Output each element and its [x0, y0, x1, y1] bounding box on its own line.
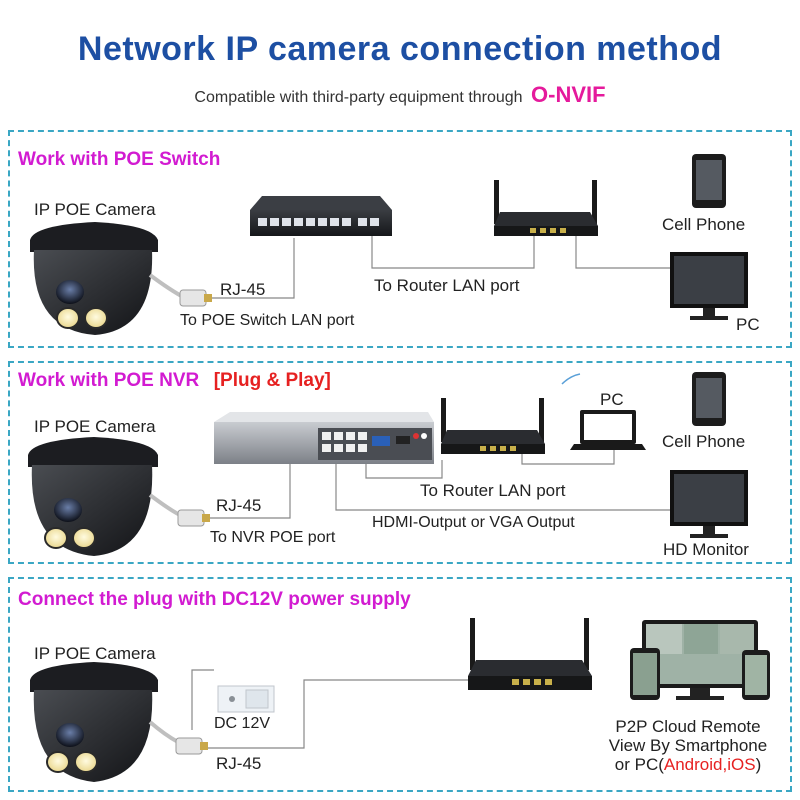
dome-camera-1-icon — [30, 222, 158, 335]
laptop-pc-icon — [570, 410, 646, 450]
p2p-line-3: or PC(Android,iOS) — [598, 755, 778, 774]
p2p-line-3-suffix: ) — [755, 755, 762, 774]
rj45-label-2: RJ-45 — [216, 496, 262, 515]
camera-label-2: IP POE Camera — [34, 417, 156, 436]
camera-label-3: IP POE Camera — [34, 644, 156, 663]
dome-camera-2-icon — [28, 437, 158, 556]
pc-label-2: PC — [600, 390, 624, 409]
router-3-icon — [468, 618, 592, 690]
router-1-icon — [494, 180, 598, 236]
p2p-remote-label: P2P Cloud Remote View By Smartphone or P… — [598, 717, 778, 774]
section-title-poe-switch: Work with POE Switch — [18, 149, 221, 170]
p2p-devices-icon — [630, 620, 770, 700]
power-adapter-icon — [217, 685, 275, 713]
panel-poe-switch — [8, 130, 792, 348]
p2p-line-2: View By Smartphone — [608, 736, 768, 755]
router-lan-label-1: To Router LAN port — [374, 276, 520, 295]
p2p-android-ios: Android,iOS — [663, 755, 756, 774]
panel-poe-nvr — [8, 361, 792, 564]
router-lan-label-2: To Router LAN port — [420, 481, 566, 500]
page-subtitle: Compatible with third-party equipment th… — [0, 82, 800, 108]
page-title: Network IP camera connection method — [77, 30, 723, 68]
hdmi-vga-label: HDMI-Output or VGA Output — [372, 514, 575, 531]
plug-and-play-tag: [Plug & Play] — [213, 370, 331, 391]
p2p-line-3-prefix: or PC( — [614, 755, 664, 774]
onvif-highlight: O-NVIF — [531, 82, 606, 107]
wifi-signal-icon — [561, 373, 581, 385]
hd-monitor-icon — [670, 470, 748, 538]
router-2-icon — [441, 398, 545, 454]
cell-phone-label-1: Cell Phone — [662, 215, 746, 234]
cell-phone-1-icon — [692, 154, 726, 208]
section-title-poe-nvr: Work with POE NVR — [18, 370, 200, 391]
poe-nvr-icon — [214, 412, 434, 464]
panel-dc12v — [8, 577, 792, 792]
rj45-label-3: RJ-45 — [216, 754, 262, 773]
rj45-connector-2-icon — [177, 509, 210, 527]
cell-phone-label-2: Cell Phone — [662, 432, 746, 451]
section-title-dc12v: Connect the plug with DC12V power supply — [18, 589, 411, 610]
rj45-label-1: RJ-45 — [220, 280, 266, 299]
poe-switch-port-label: To POE Switch LAN port — [180, 312, 355, 329]
nvr-port-label: To NVR POE port — [210, 529, 336, 546]
camera-label-1: IP POE Camera — [34, 200, 156, 219]
monitor-1-icon — [670, 252, 748, 320]
dome-camera-3-icon — [30, 662, 158, 782]
rj45-connector-3-icon — [175, 737, 208, 755]
pc-label-1: PC — [736, 315, 760, 334]
rj45-connector-1-icon — [179, 289, 212, 307]
dc12v-label: DC 12V — [214, 715, 271, 732]
p2p-line-1: P2P Cloud Remote — [615, 717, 761, 736]
subtitle-text: Compatible with third-party equipment th… — [194, 89, 523, 106]
hd-monitor-label: HD Monitor — [663, 540, 749, 559]
section-title-poe-nvr-wrap: Work with POE NVR [Plug & Play] — [18, 370, 331, 392]
poe-switch-icon — [250, 196, 392, 236]
cell-phone-2-icon — [692, 372, 726, 426]
